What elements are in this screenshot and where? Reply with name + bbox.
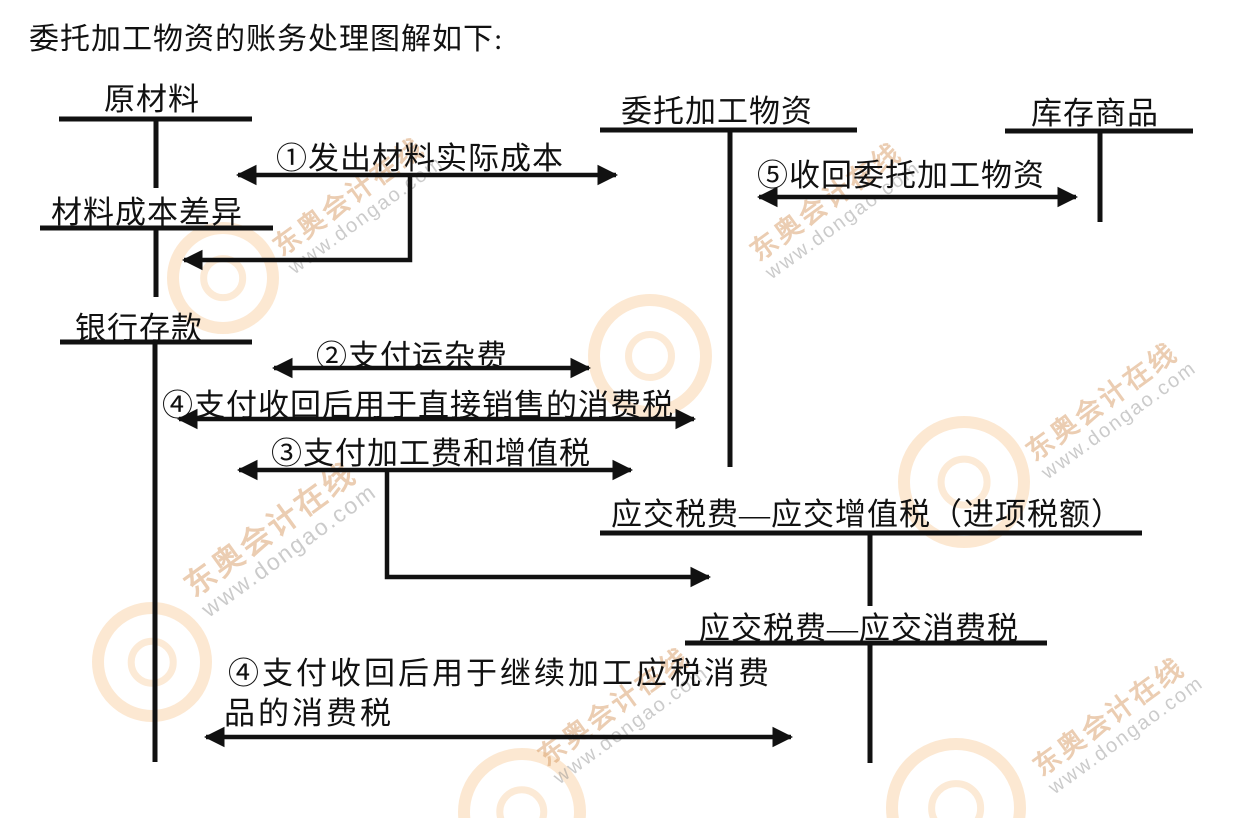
account-label-bank-deposits: 银行存款 bbox=[75, 311, 203, 346]
account-label-finished-goods: 库存商品 bbox=[1031, 96, 1159, 131]
account-label-material-cost-variance: 材料成本差异 bbox=[51, 195, 243, 230]
page-title: 委托加工物资的账务处理图解如下: bbox=[29, 23, 504, 56]
flow-label-4b-line2: 品的消费税 bbox=[224, 696, 394, 731]
flow-label-3: ③支付加工费和增值税 bbox=[271, 436, 591, 471]
flow-label-2: ②支付运杂费 bbox=[316, 339, 508, 374]
flow-label-1: ①发出材料实际成本 bbox=[276, 141, 564, 176]
account-label-raw-materials: 原材料 bbox=[104, 82, 200, 117]
account-label-consumption-tax-payable: 应交税费—应交消费税 bbox=[699, 611, 1019, 646]
account-label-consigned-materials: 委托加工物资 bbox=[621, 94, 813, 129]
flow-label-4b-line1: ④支付收回后用于继续加工应税消费 bbox=[228, 656, 772, 691]
account-label-vat-payable: 应交税费—应交增值税（进项税额） bbox=[611, 497, 1123, 532]
arrow-flow1-to-cost-variance bbox=[181, 175, 413, 271]
flow-label-4a: ④支付收回后用于直接销售的消费税 bbox=[162, 388, 674, 423]
flow-label-5: ⑤收回委托加工物资 bbox=[757, 158, 1045, 193]
arrow-flow3-to-vat-payable bbox=[384, 470, 712, 588]
